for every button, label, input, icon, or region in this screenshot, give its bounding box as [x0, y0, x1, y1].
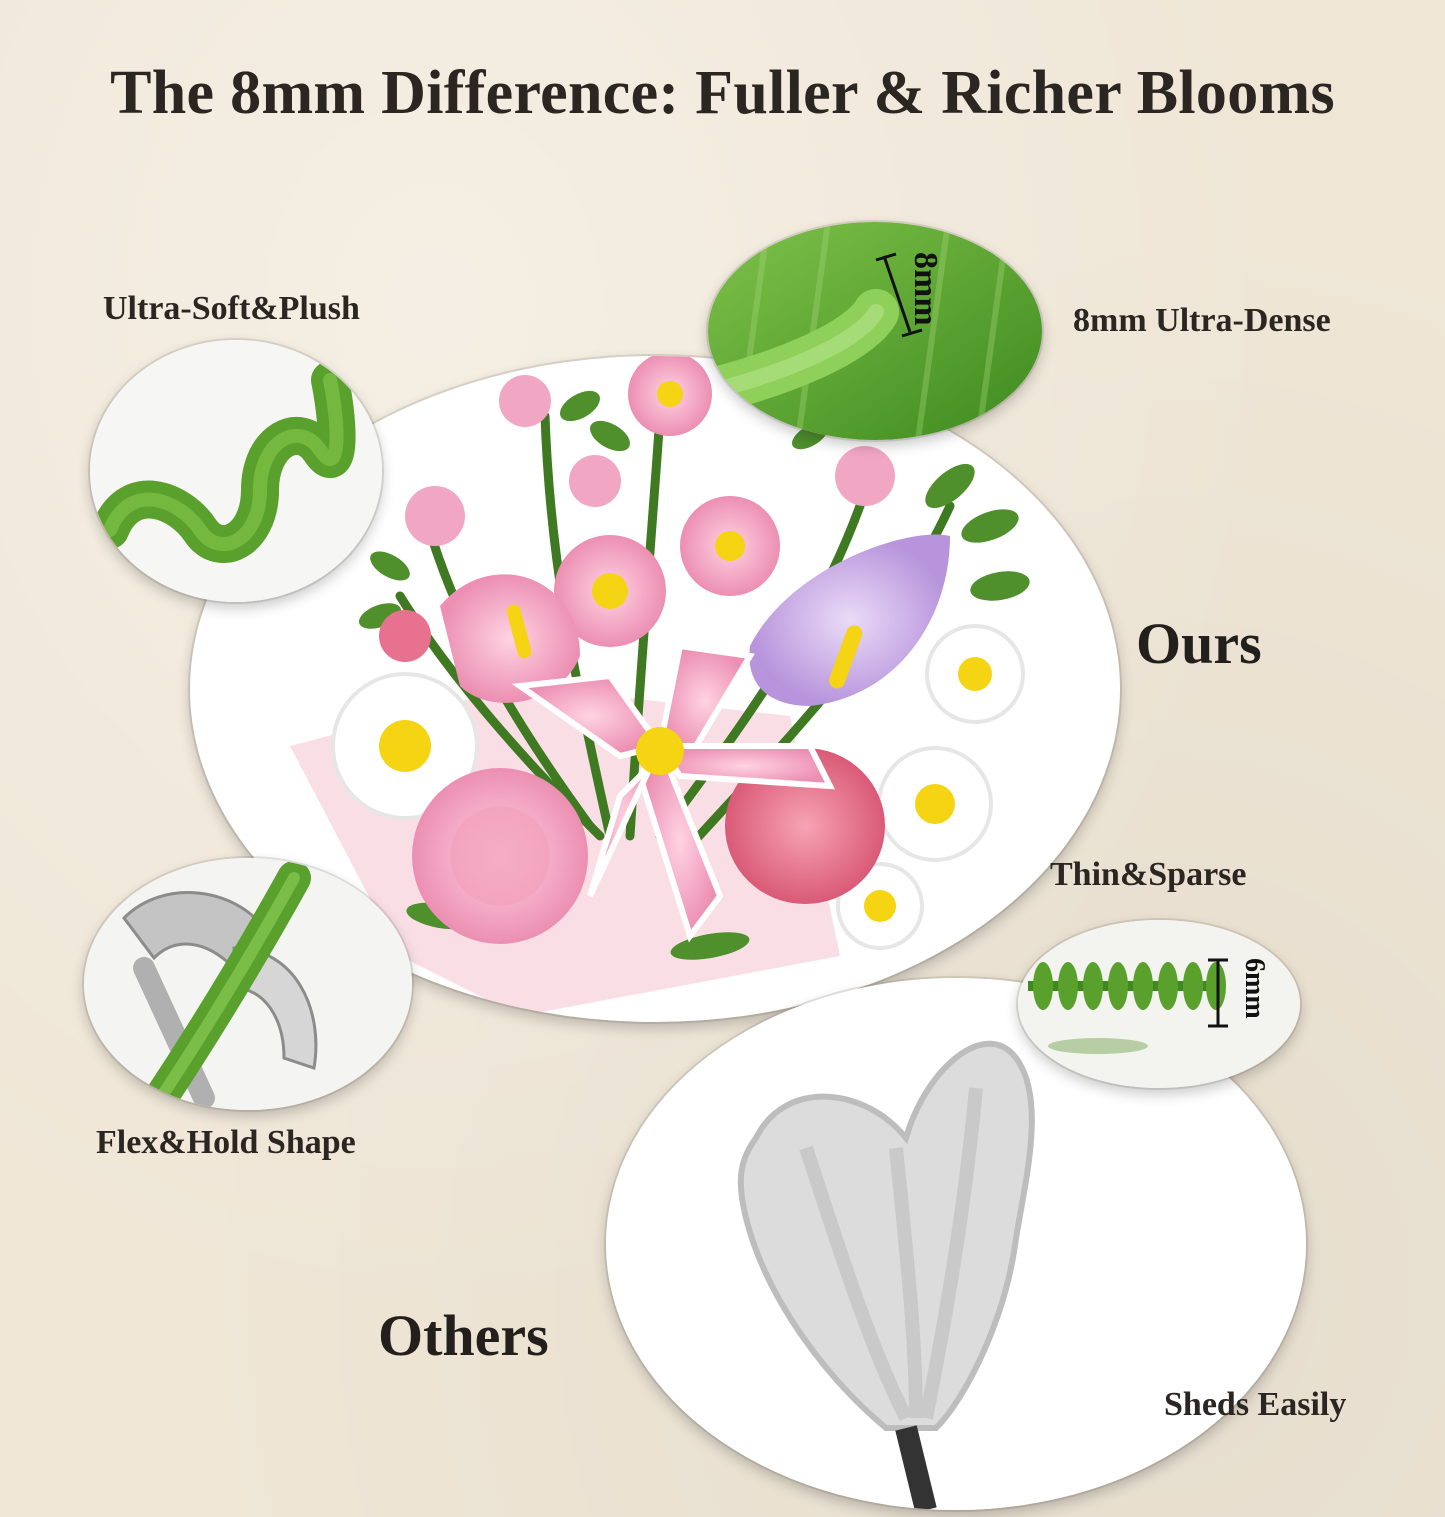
thin-sparse-ellipse: 6mm — [1018, 920, 1300, 1088]
label-ultra-dense: 8mm Ultra-Dense — [1073, 302, 1331, 339]
flower-bouquet-icon — [290, 356, 1030, 1016]
page-title: The 8mm Difference: Fuller & Richer Bloo… — [110, 59, 1335, 127]
ultra-soft-ellipse — [90, 340, 382, 602]
measurement-8mm: 8mm — [907, 252, 944, 326]
label-sheds-easily: Sheds Easily — [1164, 1386, 1347, 1423]
label-others: Others — [378, 1303, 549, 1368]
flex-hold-ellipse — [84, 858, 412, 1110]
spiral-pipe-cleaner-icon — [90, 340, 382, 602]
measurement-6mm: 6mm — [1239, 958, 1270, 1019]
label-ultra-soft: Ultra-Soft&Plush — [103, 290, 360, 327]
thin-pipe-cleaner-icon — [1018, 920, 1300, 1088]
ultra-dense-ellipse: 8mm — [708, 222, 1042, 440]
label-thin-sparse: Thin&Sparse — [1050, 856, 1247, 893]
label-flex-hold: Flex&Hold Shape — [96, 1124, 356, 1161]
pliers-icon — [84, 858, 412, 1110]
label-ours: Ours — [1136, 611, 1262, 676]
pipe-cleaner-closeup-icon — [708, 222, 1042, 440]
